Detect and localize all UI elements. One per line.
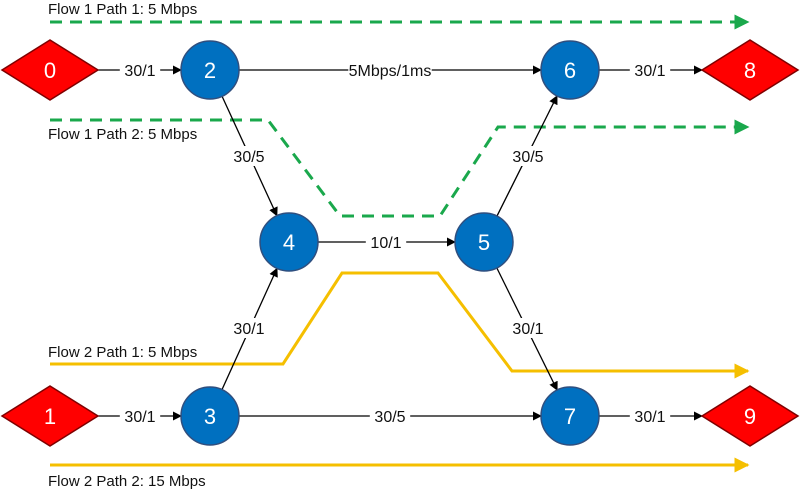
link-label: 30/1 <box>124 63 155 80</box>
router-circle <box>540 386 600 446</box>
link-label-background <box>119 60 161 80</box>
endpoint-diamond <box>700 39 800 101</box>
router-node-5: 5 <box>454 212 514 272</box>
link-label: 10/1 <box>370 235 401 252</box>
endpoint-node-8: 8 <box>700 39 800 101</box>
flow-path-label: Flow 2 Path 2: 15 Mbps <box>48 473 206 490</box>
endpoint-node-1: 1 <box>0 385 100 447</box>
node-id-label: 5 <box>478 230 490 255</box>
router-node-3: 3 <box>180 386 240 446</box>
link-label: 30/1 <box>124 409 155 426</box>
link-label: 30/5 <box>233 149 264 166</box>
link-label-background <box>228 146 270 166</box>
link-label-background <box>507 318 549 338</box>
link-label: 30/5 <box>512 149 543 166</box>
node-id-label: 7 <box>564 404 576 429</box>
endpoint-diamond <box>0 39 100 101</box>
flow-1-path-line <box>50 118 750 218</box>
link-label: 30/5 <box>374 409 405 426</box>
router-node-4: 4 <box>259 212 319 272</box>
router-circle <box>180 386 240 446</box>
link-label: 30/1 <box>634 409 665 426</box>
link-label: 30/1 <box>634 63 665 80</box>
node-id-label: 1 <box>44 404 56 429</box>
link-label-background <box>507 146 549 166</box>
node-id-label: 2 <box>204 58 216 83</box>
node-id-label: 8 <box>744 58 756 83</box>
router-node-7: 7 <box>540 386 600 446</box>
router-circle <box>180 40 240 100</box>
flow-path-label: Flow 1 Path 1: 5 Mbps <box>48 1 197 18</box>
nodes: 0 1 2 3 4 5 6 7 8 9 <box>0 39 800 447</box>
link-label-background <box>119 406 161 426</box>
endpoint-diamond <box>700 385 800 447</box>
router-circle <box>540 40 600 100</box>
router-node-2: 2 <box>180 40 240 100</box>
link-label: 30/1 <box>512 321 543 338</box>
link-label-background <box>365 232 407 252</box>
link-label-background <box>348 60 432 80</box>
node-id-label: 0 <box>44 58 56 83</box>
node-id-label: 4 <box>283 230 295 255</box>
link-label-background <box>228 318 270 338</box>
node-id-label: 6 <box>564 58 576 83</box>
router-node-6: 6 <box>540 40 600 100</box>
endpoint-diamond <box>0 385 100 447</box>
link-label-background <box>369 406 411 426</box>
router-circle <box>259 212 319 272</box>
flow-2-path-line <box>50 271 750 379</box>
link-label: 30/1 <box>233 321 264 338</box>
node-id-label: 3 <box>204 404 216 429</box>
flow-path-label: Flow 2 Path 1: 5 Mbps <box>48 344 197 361</box>
link-label-background <box>629 406 671 426</box>
endpoint-node-9: 9 <box>700 385 800 447</box>
node-id-label: 9 <box>744 404 756 429</box>
link-label: 5Mbps/1ms <box>349 63 432 80</box>
router-circle <box>454 212 514 272</box>
flow-path-label: Flow 1 Path 2: 5 Mbps <box>48 126 197 143</box>
flow-paths <box>50 14 750 473</box>
link-label-background <box>629 60 671 80</box>
links: 30/1 5Mbps/1ms 30/1 30/5 10/1 30/5 30/1 30/1 30/… <box>98 60 703 426</box>
endpoint-node-0: 0 <box>0 39 100 101</box>
